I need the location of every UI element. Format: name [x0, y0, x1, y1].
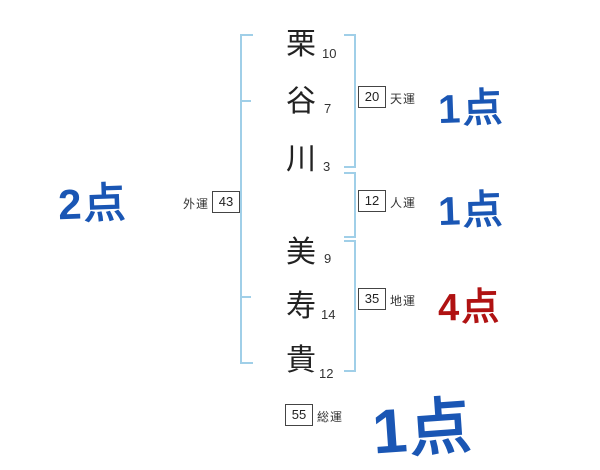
outer-fortune-value: 43: [212, 191, 240, 213]
name-char: 栗: [286, 28, 316, 61]
name-char: 谷: [286, 85, 316, 118]
stroke-count: 7: [324, 101, 332, 116]
total-fortune-value: 55: [285, 404, 313, 426]
person-fortune-label: 人運: [390, 196, 417, 210]
outer-fortune-score: 2点: [57, 178, 129, 229]
name-char: 川: [286, 143, 316, 176]
name-char: 美: [286, 236, 316, 269]
total-fortune-label: 総運: [317, 410, 344, 424]
bracket-tick: [240, 296, 251, 298]
outer-fortune-bracket: [240, 34, 253, 364]
person-fortune-score: 1点: [437, 187, 506, 235]
heaven-fortune-score: 1点: [437, 85, 506, 133]
name-char: 貴: [286, 344, 316, 377]
outer-fortune-label: 外運: [183, 197, 210, 211]
stroke-count: 12: [319, 366, 334, 381]
heaven-fortune-bracket: [344, 34, 356, 168]
heaven-fortune-label: 天運: [390, 92, 417, 106]
stroke-count: 9: [324, 251, 332, 266]
total-fortune-score: 1点: [370, 391, 476, 468]
earth-fortune-bracket: [344, 240, 356, 372]
earth-fortune-score: 4点: [437, 286, 502, 330]
earth-fortune-value: 35: [358, 288, 386, 310]
stroke-count: 10: [322, 46, 337, 61]
stroke-count: 14: [321, 307, 336, 322]
earth-fortune-label: 地運: [390, 294, 417, 308]
person-fortune-bracket: [344, 172, 356, 238]
bracket-tick: [240, 100, 251, 102]
stroke-count: 3: [323, 159, 331, 174]
person-fortune-value: 12: [358, 190, 386, 212]
name-char: 寿: [286, 290, 316, 323]
heaven-fortune-value: 20: [358, 86, 386, 108]
